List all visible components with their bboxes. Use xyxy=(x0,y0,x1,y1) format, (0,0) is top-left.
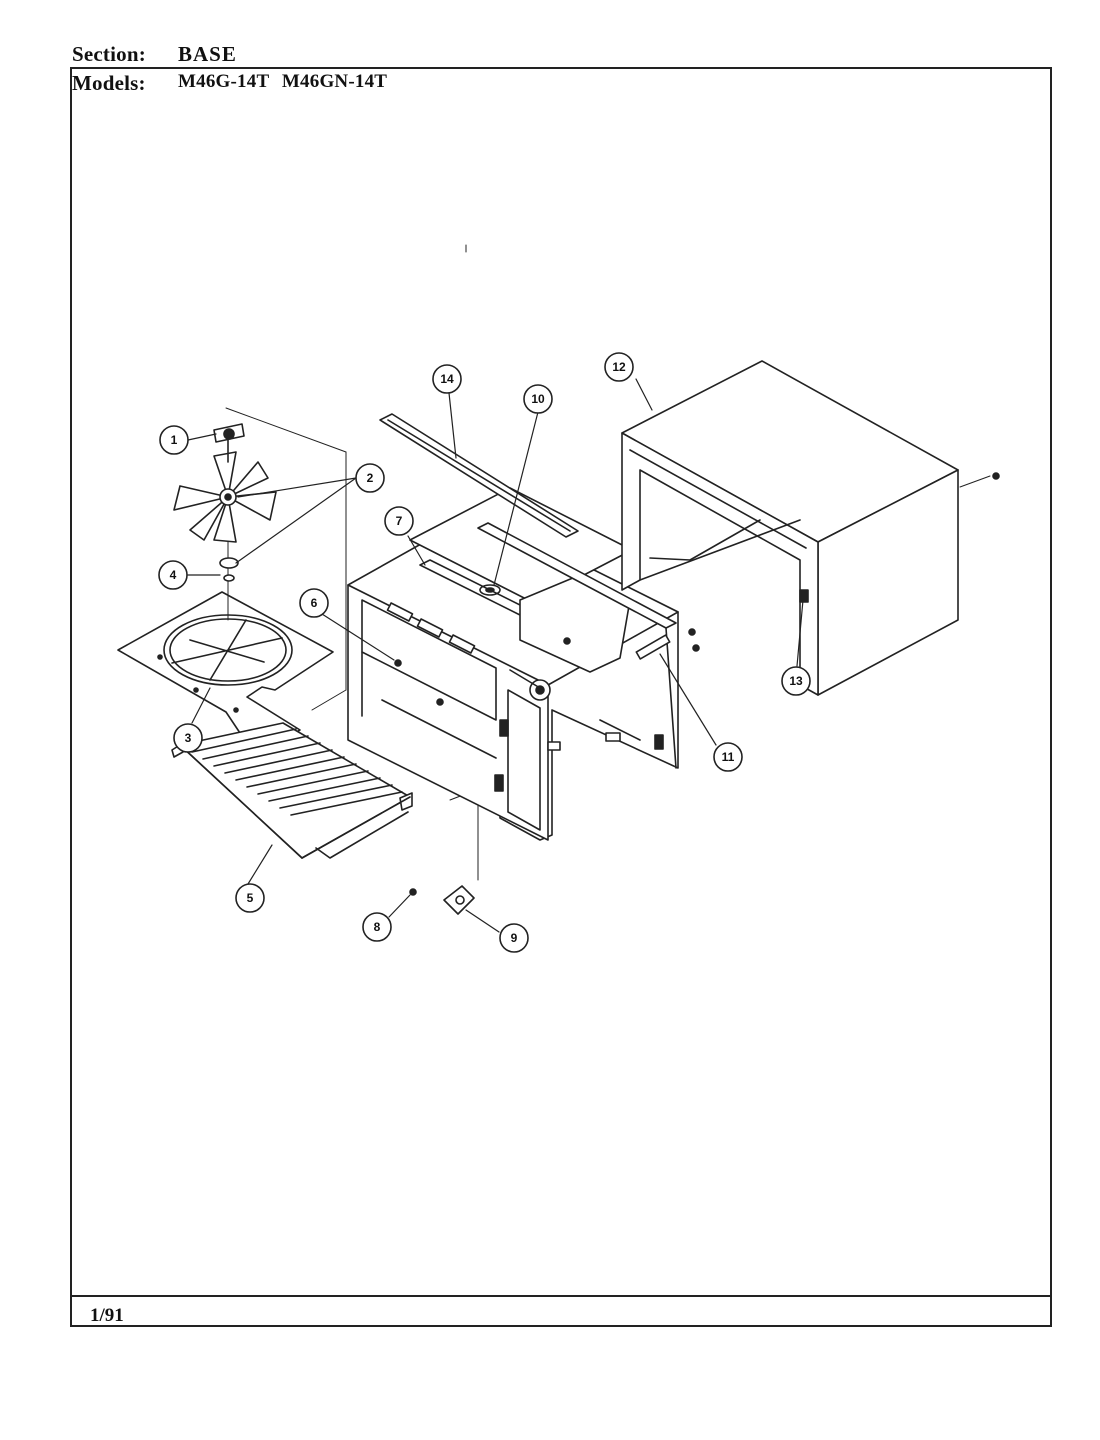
callout-6-label: 6 xyxy=(311,596,318,610)
fan-plate xyxy=(117,591,334,748)
callout-2-label: 2 xyxy=(367,471,374,485)
callout-13-label: 13 xyxy=(789,674,803,688)
oven-body xyxy=(347,487,679,841)
trim-strip xyxy=(379,413,677,769)
callout-10: 10 xyxy=(523,384,553,414)
callout-8: 8 xyxy=(362,912,392,942)
callout-11-label: 11 xyxy=(722,750,735,764)
cabinet-shell xyxy=(621,360,959,696)
callout-13: 13 xyxy=(781,666,811,696)
callout-3-label: 3 xyxy=(185,731,192,745)
callout-4-label: 4 xyxy=(170,568,177,582)
callout-2: 2 xyxy=(355,463,385,493)
footer-rule xyxy=(70,1295,1052,1297)
diagram-frame xyxy=(70,67,1052,1327)
callout-6: 6 xyxy=(299,588,329,618)
callout-9-label: 9 xyxy=(511,931,518,945)
callout-14-label: 14 xyxy=(440,372,454,386)
fan-blade xyxy=(173,451,277,543)
callout-7-label: 7 xyxy=(396,514,403,528)
callout-14: 14 xyxy=(432,364,462,394)
models-value: M46G-14T M46GN-14T xyxy=(178,71,388,92)
callout-12-label: 12 xyxy=(612,360,626,374)
small-parts xyxy=(409,472,1000,915)
callout-3: 3 xyxy=(173,723,203,753)
drip-pan xyxy=(171,722,413,859)
callout-5: 5 xyxy=(235,883,265,913)
callout-4: 4 xyxy=(158,560,188,590)
callout-10-label: 10 xyxy=(531,392,545,406)
fan-nut xyxy=(213,423,245,463)
callout-5-label: 5 xyxy=(247,891,254,905)
section-value: BASE xyxy=(178,42,237,66)
models-label: Models: xyxy=(72,71,146,95)
callout-8-label: 8 xyxy=(374,920,381,934)
callout-12: 12 xyxy=(604,352,634,382)
footer-date: 1/91 xyxy=(90,1305,124,1326)
leader-lines xyxy=(187,378,804,933)
callout-1-label: 1 xyxy=(171,433,178,447)
callout-7: 7 xyxy=(384,506,414,536)
callout-1: 1 xyxy=(159,425,189,455)
callout-9: 9 xyxy=(499,923,529,953)
section-label: Section: xyxy=(72,42,146,66)
callout-11: 11 xyxy=(713,742,743,772)
fan-washer xyxy=(219,557,239,582)
